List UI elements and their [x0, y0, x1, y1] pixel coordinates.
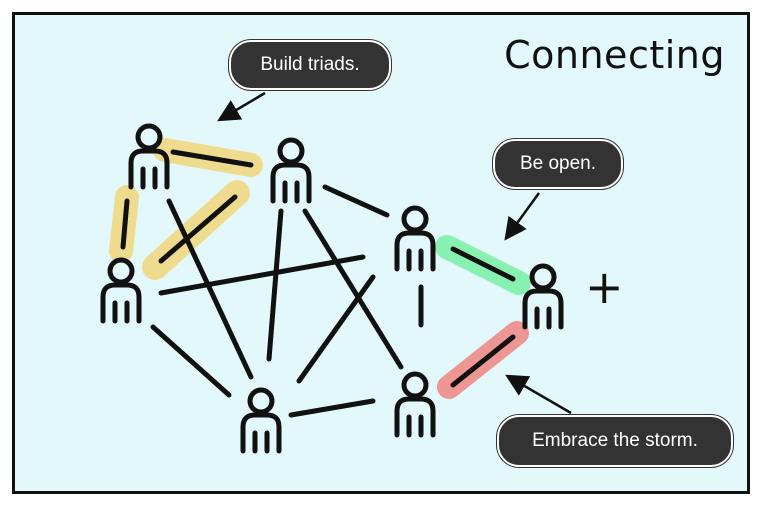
edge-b-c	[158, 194, 238, 264]
person-icon	[240, 387, 282, 454]
edge-b-d	[322, 184, 390, 218]
person-icon	[394, 371, 436, 438]
network-diagram: +	[100, 91, 624, 454]
edge-b-e	[302, 208, 404, 370]
people	[100, 123, 564, 454]
edge-e-g	[450, 334, 516, 388]
edge-b-f	[266, 208, 284, 362]
person-icon	[522, 263, 564, 330]
edge-a-b	[170, 149, 254, 168]
callout-arrows	[217, 91, 572, 415]
diagram-frame: + Connecting Build triads. Be open. Embr…	[12, 12, 750, 494]
edge-c-f	[150, 324, 232, 398]
edge-a-c	[120, 198, 130, 250]
edge-a-f	[166, 198, 254, 380]
person-icon	[128, 123, 170, 190]
edge-d-f	[296, 274, 376, 384]
connections	[120, 149, 516, 418]
person-icon	[270, 137, 312, 204]
plus-symbol: +	[585, 260, 624, 314]
page-title: Connecting	[504, 33, 725, 77]
edge-c-d	[158, 254, 366, 296]
arrow-be-open	[504, 192, 541, 241]
person-icon	[100, 257, 142, 324]
arrow-build-triads	[217, 91, 266, 122]
edge-f-e	[288, 398, 376, 418]
arrow-embrace-storm	[505, 374, 572, 415]
callout-embrace-storm: Embrace the storm.	[497, 415, 733, 467]
edge-d-g	[450, 246, 516, 282]
callout-be-open: Be open.	[493, 139, 623, 189]
callout-build-triads: Build triads.	[229, 40, 391, 90]
person-icon	[394, 205, 436, 272]
